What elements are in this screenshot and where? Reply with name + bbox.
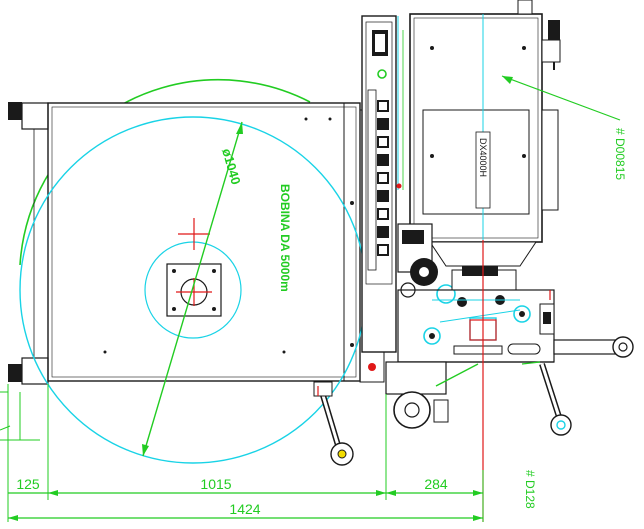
dim-arrow — [376, 490, 386, 496]
plate-screw — [328, 117, 332, 121]
dim-arrow — [473, 490, 483, 496]
reel-plate — [47, 102, 361, 382]
dim-text-1424: 1424 — [229, 501, 260, 517]
plate-screw — [350, 343, 354, 347]
reel-envelope-arc-left — [19, 179, 46, 266]
printer-side-block — [541, 109, 559, 211]
drive-roller-core — [419, 267, 429, 277]
green-strut-2 — [521, 361, 541, 365]
plate-screw — [304, 117, 308, 121]
base-slot — [507, 343, 541, 355]
regulator-knob — [548, 20, 560, 40]
hub-screw — [212, 269, 216, 273]
dim-text-125: 125 — [16, 476, 40, 492]
reference-arrow-top — [502, 76, 513, 84]
leg-left-inner — [320, 391, 342, 453]
hub-screw — [212, 307, 216, 311]
printer-screw — [430, 154, 434, 158]
control-red-dot — [396, 183, 402, 189]
side-bracket-dark — [543, 312, 551, 324]
foot-left-core — [337, 449, 347, 459]
base-bar — [453, 345, 503, 355]
leg-left-mount — [313, 381, 333, 397]
foil-path-2 — [439, 309, 521, 323]
green-leader — [0, 425, 11, 431]
hub-screw — [172, 307, 176, 311]
left-bracket-top — [21, 102, 49, 130]
terminal-blocks — [377, 100, 389, 256]
model-plate — [475, 131, 491, 209]
control-switch-face — [375, 34, 385, 52]
right-arm-wheel-core — [618, 342, 628, 352]
hub-screw — [172, 269, 176, 273]
reel-hub-circle — [144, 241, 242, 339]
guide-roller-dark — [457, 297, 467, 307]
diameter-arrow-top — [236, 122, 243, 134]
dim-text-284: 284 — [424, 476, 448, 492]
printer-screw — [522, 154, 526, 158]
reel-label: BOBINA DA 5000m — [278, 184, 292, 292]
left-knob-bottom — [8, 364, 22, 382]
dim-arrow — [48, 490, 58, 496]
print-zone — [469, 319, 497, 341]
printer-screw — [430, 46, 434, 50]
plate-screw — [350, 201, 354, 205]
guide-roller-dark — [429, 333, 435, 339]
reel-plate-edge — [51, 106, 357, 378]
base-bottom-left — [385, 361, 447, 395]
control-column-inner — [365, 21, 393, 285]
regulator-body — [541, 39, 561, 63]
reference-label-top: # D00815 — [613, 128, 627, 180]
dim-arrow — [386, 490, 396, 496]
diameter-line — [142, 121, 243, 457]
dim-arrow — [473, 515, 483, 521]
reference-leader-top — [501, 75, 621, 121]
terminal-strip — [367, 89, 377, 271]
left-knob-top — [8, 102, 22, 120]
plate-screw — [103, 350, 107, 354]
printer-screw — [522, 46, 526, 50]
plate-screw — [282, 350, 286, 354]
green-strut — [435, 363, 479, 387]
base-wheel-bracket — [433, 399, 449, 423]
dim-text-1015: 1015 — [200, 476, 231, 492]
model-label: DX4000H — [478, 138, 488, 177]
foot-right-core — [556, 420, 566, 430]
reference-label-bottom: # D128 — [523, 470, 537, 509]
printer-housing-inner — [413, 17, 539, 239]
dim-arrow — [8, 515, 18, 521]
diameter-arrow-bottom — [142, 444, 149, 456]
platen-dark — [462, 266, 498, 276]
leg-right-inner — [540, 363, 562, 421]
control-red-dot — [368, 363, 376, 371]
indicator-lamp — [377, 69, 387, 79]
printer-top-cap — [517, 0, 533, 15]
base-wheel-inner — [404, 402, 420, 418]
guide-roller-dark — [519, 311, 525, 317]
right-arm — [553, 339, 619, 355]
mechanism-block-dark — [402, 230, 424, 244]
